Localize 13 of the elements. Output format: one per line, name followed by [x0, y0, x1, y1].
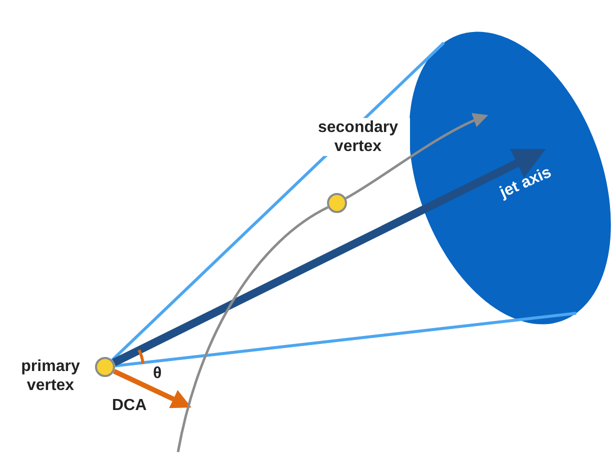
- edge-label: DCA: [112, 396, 147, 415]
- vertex-label: primary vertex: [20, 357, 81, 395]
- jet-cone-ellipse: [409, 32, 611, 324]
- vertex-dot: [95, 357, 115, 377]
- arrow: [112, 148, 546, 366]
- particle-track-arrow: [345, 114, 488, 200]
- edge-label: jet axis: [497, 162, 554, 202]
- arrow: [113, 368, 192, 408]
- vertex-dot: [327, 193, 347, 213]
- line: [114, 312, 576, 368]
- line: [111, 42, 445, 362]
- angle-label: θ: [153, 364, 163, 383]
- particle-track: [176, 206, 329, 452]
